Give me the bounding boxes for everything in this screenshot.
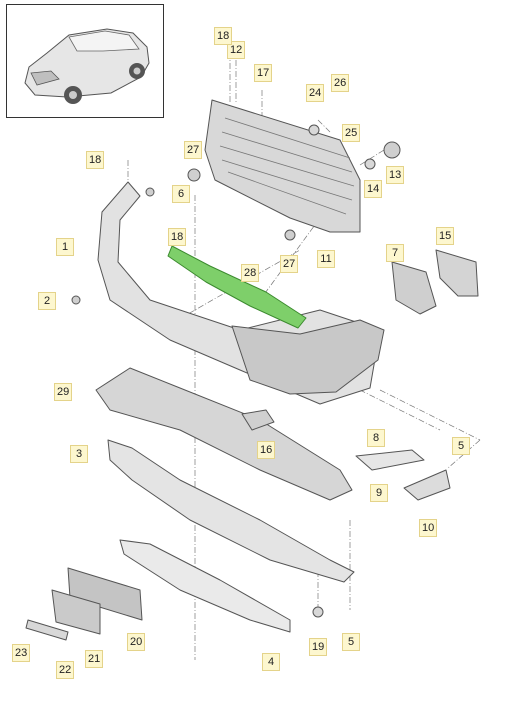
bracket-15: [435, 249, 479, 297]
callout-18a[interactable]: 18: [214, 27, 233, 45]
callout-8[interactable]: 8: [367, 429, 385, 447]
callout-22[interactable]: 22: [56, 661, 75, 679]
trim-10: [403, 469, 451, 501]
trim-8: [355, 449, 425, 471]
callout-23[interactable]: 23: [12, 644, 31, 662]
strip-22: [25, 619, 69, 641]
sensor-ring-14: [364, 158, 376, 170]
callout-2[interactable]: 2: [38, 292, 56, 310]
callout-19[interactable]: 19: [309, 638, 328, 656]
fastener-25: [308, 124, 320, 136]
parts: [25, 99, 479, 641]
energy-absorber: [167, 245, 307, 329]
clip-27b: [284, 229, 296, 241]
callout-4[interactable]: 4: [262, 653, 280, 671]
callout-21[interactable]: 21: [85, 650, 104, 668]
grille-slats: [219, 117, 355, 215]
vehicle-thumbnail: [6, 4, 164, 118]
license-plate-holder-20: [67, 567, 143, 621]
callout-27a[interactable]: 27: [184, 141, 203, 159]
callout-29[interactable]: 29: [54, 383, 73, 401]
fog-surround-16: [241, 409, 275, 431]
callout-27b[interactable]: 27: [280, 255, 299, 273]
callout-5a[interactable]: 5: [452, 437, 470, 455]
callout-9[interactable]: 9: [370, 484, 388, 502]
lower-trim-strip: [119, 539, 291, 633]
bumper-lower-opening: [231, 319, 385, 395]
callout-24[interactable]: 24: [306, 84, 325, 102]
callout-17[interactable]: 17: [254, 64, 273, 82]
callout-16[interactable]: 16: [257, 441, 276, 459]
callout-15[interactable]: 15: [436, 227, 455, 245]
callout-12[interactable]: 12: [227, 41, 246, 59]
callout-28[interactable]: 28: [241, 264, 260, 282]
radiator-grille: [204, 99, 361, 233]
fastener-6: [145, 187, 155, 197]
callout-1[interactable]: 1: [56, 238, 74, 256]
fastener-19: [312, 606, 324, 618]
spoiler-lip: [107, 439, 355, 583]
bumper-support: [95, 367, 353, 501]
callout-14[interactable]: 14: [364, 180, 383, 198]
fastener-2: [71, 295, 81, 305]
clip-27a: [187, 168, 201, 182]
callout-18c[interactable]: 18: [168, 228, 187, 246]
air-guide-right: [391, 261, 437, 315]
callout-5b[interactable]: 5: [342, 633, 360, 651]
callout-20[interactable]: 20: [127, 633, 146, 651]
callout-18b[interactable]: 18: [86, 151, 105, 169]
callout-7[interactable]: 7: [386, 244, 404, 262]
callout-11[interactable]: 11: [317, 250, 335, 268]
callout-6[interactable]: 6: [172, 185, 190, 203]
sensor-13: [383, 141, 401, 159]
callout-13[interactable]: 13: [386, 166, 405, 184]
callout-10[interactable]: 10: [419, 519, 438, 537]
callout-3[interactable]: 3: [70, 445, 88, 463]
callout-26[interactable]: 26: [331, 74, 350, 92]
car-icon: [24, 28, 150, 104]
license-plate-bracket-21: [51, 589, 101, 635]
callout-25[interactable]: 25: [342, 124, 361, 142]
